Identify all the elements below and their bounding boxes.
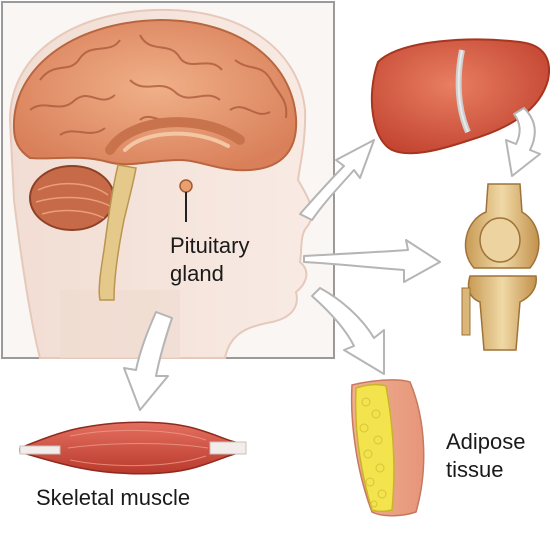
brain-illustration [12, 18, 298, 301]
arrow-to-adipose [311, 287, 385, 375]
arrow-liver-to-knee [505, 107, 541, 177]
adipose-label-line2: tissue [446, 457, 504, 482]
liver-illustration [370, 38, 550, 155]
pituitary-gland-label: Pituitary gland [170, 232, 249, 288]
arrows [123, 107, 541, 411]
adipose-label-line1: Adipose [446, 429, 526, 454]
skeletal-muscle-label: Skeletal muscle [36, 485, 191, 510]
adipose-tissue-illustration [350, 379, 425, 517]
arrow-to-liver [299, 139, 375, 221]
adipose-tissue-label: Adipose tissue [446, 428, 526, 484]
skeletal-muscle-illustration [19, 421, 247, 475]
pituitary-label-line1: Pituitary [170, 233, 250, 258]
brainstem [98, 164, 137, 301]
arrow-to-skeletal-muscle [123, 311, 173, 411]
pituitary-gland-marker [179, 179, 193, 193]
knee-bone-illustration [461, 183, 540, 351]
pituitary-label-line2: gland [170, 261, 224, 286]
arrow-to-knee [303, 239, 441, 283]
